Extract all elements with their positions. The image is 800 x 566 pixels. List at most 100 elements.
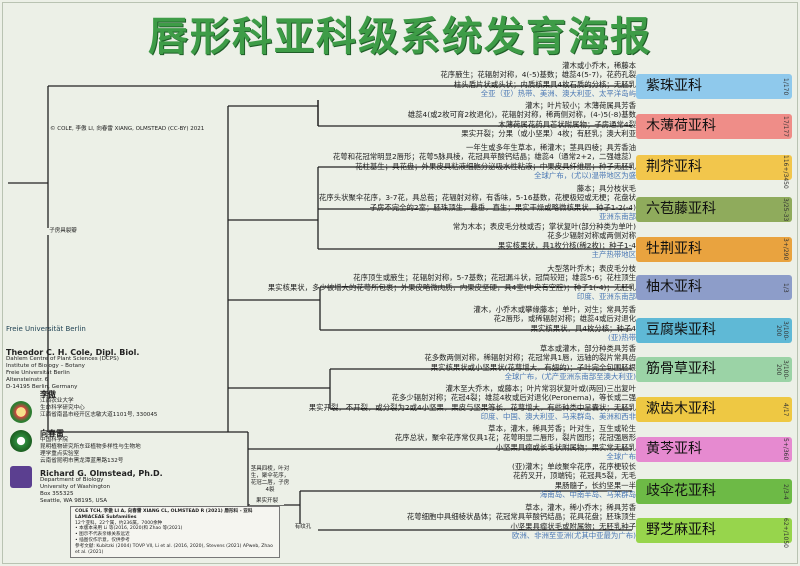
author-address-line: Box 355325: [40, 491, 74, 497]
subfamily-name: 荆芥亚科: [646, 159, 702, 175]
genera-species-count: 2/3-4: [782, 483, 789, 500]
description-line: 柱头盾片状或头状；内质核果具4枚石质的分核；无胚乳: [453, 79, 636, 89]
subfamily-description: 草本，灌木，稀具芳香；叶对生，互生或轮生花序总状，聚伞花序常仅具1花；花萼明显二…: [395, 424, 636, 462]
footer-note: • 插图仅作示意，仅供参考: [75, 537, 130, 543]
subfamily-name: 紫珠亚科: [646, 78, 702, 94]
author-block: 向春雷中国科学院昆明植物研究所东亚植物多样性与生物地理学重点实验室云南省昆明市黑…: [40, 430, 141, 465]
subfamily-name: 歧伞花亚科: [646, 483, 716, 499]
description-line: 果肠髓子，长约坚果一半: [554, 480, 636, 490]
author-address-line: 理学重点实验室: [40, 451, 80, 457]
author-address-line: Altensteinstr. 6: [6, 377, 49, 383]
genera-species-count: 1/3: [782, 282, 789, 293]
kib-cas-emblem: [10, 430, 32, 452]
node-label-dehiscent: 果实开裂: [250, 498, 284, 505]
author-address-line: University of Washington: [40, 484, 111, 490]
description-line: 灌木，小乔木或攀缘藤本；单叶，对生；常具芳香: [473, 305, 636, 314]
footer-note: • 图示不代表亲缘关系远近: [75, 532, 130, 538]
description-line: 果实核果状或小坚果状(花萼增大，有翅的)；子叶完全包围胚根: [430, 362, 636, 372]
author-name: 李傲: [40, 390, 56, 399]
description-line: 果实开裂；分果（或小坚果）4枚；有胚乳；澳大利亚: [461, 129, 636, 139]
poster-title: 唇形科亚科级系统发育海报: [148, 14, 652, 60]
subfamily-description: 草本或灌木，部分种类具芳香花多数两侧对称，稀辐射对称；花冠常具1唇，远轴的裂片常…: [424, 344, 636, 382]
subfamily-pill: 歧伞花亚科 2/3-4: [636, 479, 792, 504]
description-line: 花序头状聚伞花序，3-7花，具总苞；花辐射对称，有香味，5-16基数，花梗极短或…: [318, 193, 636, 203]
description-line: 灌木；叶片较小；木薄荷属具芳香: [525, 101, 636, 110]
description-line: 花2唇形，或稀辐射对称；雄蕊4或后对退化: [493, 314, 636, 324]
author-address-line: Dahlem Centre of Plant Sciences (DCPS): [6, 356, 119, 362]
description-line: 藤本；具分枝状毛: [576, 184, 636, 193]
genera-species-count: 116+/3450: [782, 155, 789, 189]
distribution-text: 主产热带地区: [591, 250, 636, 260]
author-address-line: 江西省南昌市经开区志敏大道1101号, 330045: [40, 412, 158, 418]
genera-species-count: 3+/290: [782, 238, 789, 261]
distribution-text: 印度、亚洲东南部: [576, 292, 636, 302]
subfamily-name: 黄芩亚科: [646, 441, 702, 457]
subfamily-description: 灌木，小乔木或攀缘藤本；单叶，对生；常具芳香花2唇形，或稀辐射对称；雄蕊4或后对…: [473, 305, 636, 343]
node-label-synapomorphies: 茎具四棱，叶对生，聚伞花序，花冠二唇，子房4裂: [250, 466, 290, 494]
description-line: 花多少辐射对称；花冠4裂；雄蕊4枚或后对退化(Peronema)，等长或二强: [391, 393, 636, 403]
subfamily-description: 灌木至大乔木，或藤本；叶片常羽状复叶或(两回)三出复叶花多少辐射对称；花冠4裂；…: [309, 384, 636, 422]
description-line: 果实核果状，具1枚分核(稀2枚)；种子1-4: [497, 240, 636, 250]
description-line: 花序总状，聚伞花序常仅具1花；花萼明显二唇形，裂片圆形；花冠强唇形: [394, 433, 636, 443]
author-name: Theodor C. H. Cole, Dipl. Biol.: [6, 348, 140, 357]
footer-note: • 本版本采用 Li 等(2016, 2020)和 Zhao 等(2021): [75, 526, 183, 532]
genera-species-count: 4/17: [782, 402, 789, 417]
author-address-line: 昆明植物研究所东亚植物多样性与生物地: [40, 444, 141, 450]
description-line: 花柱基生；具花盘；外果皮具粘液细胞分泌吸水性粘液；中果皮具纤维层；种子无胚乳: [355, 161, 636, 171]
description-line: 花序腋生；花辐射对称，4(-5)基数；雄蕊4(5-7)，花药孔裂: [440, 70, 636, 80]
subfamily-description: 灌木或小乔木，稀藤本花序腋生；花辐射对称，4(-5)基数；雄蕊4(5-7)，花药…: [440, 61, 636, 99]
author-block: 李傲江西农业大学生命科学研究中心江西省南昌市经开区志敏大道1101号, 3300…: [40, 391, 157, 419]
footer-box: COLE TCH, 李傲 LI A, 向春雷 XIANG CL, OLMSTEA…: [70, 506, 280, 558]
description-line: 花多少辐射对称或两侧对称: [547, 231, 636, 241]
description-line: 子房不完全的2室；胚珠顶生，悬垂，直生；果实干燥或略微核果状，种子1-2(-4): [369, 202, 636, 212]
description-line: 小坚果具瘤或长毛状附属物；果实常无胚乳: [495, 442, 636, 452]
description-line: 常为木本；表皮毛分枝或否；掌状复叶(部分种类为单叶): [452, 222, 636, 231]
subfamily-description: 常为木本；表皮毛分枝或否；掌状复叶(部分种类为单叶)花多少辐射对称或两侧对称果实…: [453, 222, 636, 260]
author-name: Richard G. Olmstead, Ph.D.: [40, 469, 163, 478]
description-line: 果实开裂，不开裂，或分裂为2或4小坚果，果皮与坚果等长，花萼增大，有些种类中呈囊…: [308, 402, 636, 412]
footer-note: 12个亚科，22个属，约236属，7000余种: [75, 520, 163, 526]
subfamily-name: 牡荆亚科: [646, 241, 702, 257]
description-line: 花药叉开，顶端钝；花冠具5裂，无毛: [513, 471, 636, 481]
author-address-line: Seattle, WA 98195, USA: [40, 498, 108, 504]
fu-berlin-logo: Freie Universität Berlin: [6, 325, 86, 333]
author-name: 向春雷: [40, 429, 64, 438]
subfamily-description: (亚)灌木；单歧聚伞花序，花序梗较长花药叉开，顶端钝；花冠具5裂，无毛果肠髓子，…: [512, 462, 636, 500]
genera-species-count: 17/177: [782, 115, 789, 138]
author-address-line: 中国科学院: [40, 437, 68, 443]
subfamily-name: 六苞藤亚科: [646, 201, 716, 217]
node-label-pits: 有纹孔: [288, 524, 318, 531]
distribution-text: 海南岛、中南半岛、马来群岛: [539, 490, 636, 500]
description-line: (亚)灌木；单歧聚伞花序，花序梗较长: [511, 462, 636, 471]
author-block: Theodor C. H. Cole, Dipl. Biol.Dahlem Ce…: [6, 349, 139, 391]
citation: © COLE, 李傲 LI, 向春雷 XIANG, OLMSTEAD (CC-B…: [50, 126, 205, 132]
distribution-text: 印度、中国、澳大利亚、马来群岛、美洲和西非: [480, 412, 636, 422]
description-line: 木薄荷属花药具芒状附属物；子房通常4裂: [498, 119, 636, 129]
author-address-line: D-14195 Berlin, Germany: [6, 384, 78, 390]
description-line: 果实核果状，多少被增大的花萼所包裹；外果皮略微肉质，内果皮坚硬，具4室(中央有空…: [267, 282, 636, 292]
distribution-text: 全球广布，(尤以)温带地区为盛: [534, 171, 636, 181]
distribution-text: (亚)热带: [608, 333, 636, 343]
description-line: 花多数两侧对称，稀辐射对称；花冠常具1唇，远轴的裂片常具齿: [424, 353, 636, 363]
description-line: 灌木至大乔木，或藤本；叶片常羽状复叶或(两回)三出复叶: [445, 384, 636, 393]
description-line: 果实核果状，具4枚分核；种子4: [530, 323, 636, 333]
author-address-line: Department of Biology: [40, 477, 104, 483]
university-logo: Freie Universität Berlin: [6, 324, 86, 333]
subfamily-pill: 黄芩亚科 5+/360: [636, 437, 792, 462]
author-address-line: Freie Universität Berlin: [6, 370, 70, 376]
genera-species-count: 3/100-200: [775, 359, 789, 380]
subfamily-pill: 牡荆亚科 3+/290: [636, 237, 792, 262]
subfamily-name: 木薄荷亚科: [646, 118, 716, 134]
description-line: 花萼和花冠常明显2唇形；花萼5脉具棱，花冠具苹酸钙结晶；雄蕊4（通常2+2，二强…: [332, 152, 636, 162]
author-address-line: Institute of Biology – Botany: [6, 363, 85, 369]
description-line: 雄蕊4(或2枚可育2枚退化)，花辐射对称，稀两侧对称，(4-)5(-8)基数: [407, 110, 636, 120]
distribution-text: 欧洲、非洲至亚洲(尤其中亚最为广布): [511, 531, 636, 541]
description-line: 灌木或小乔木，稀藤本: [562, 61, 636, 70]
genera-species-count: 62+/1050: [782, 518, 789, 548]
genera-species-count: 5+/360: [782, 438, 789, 461]
